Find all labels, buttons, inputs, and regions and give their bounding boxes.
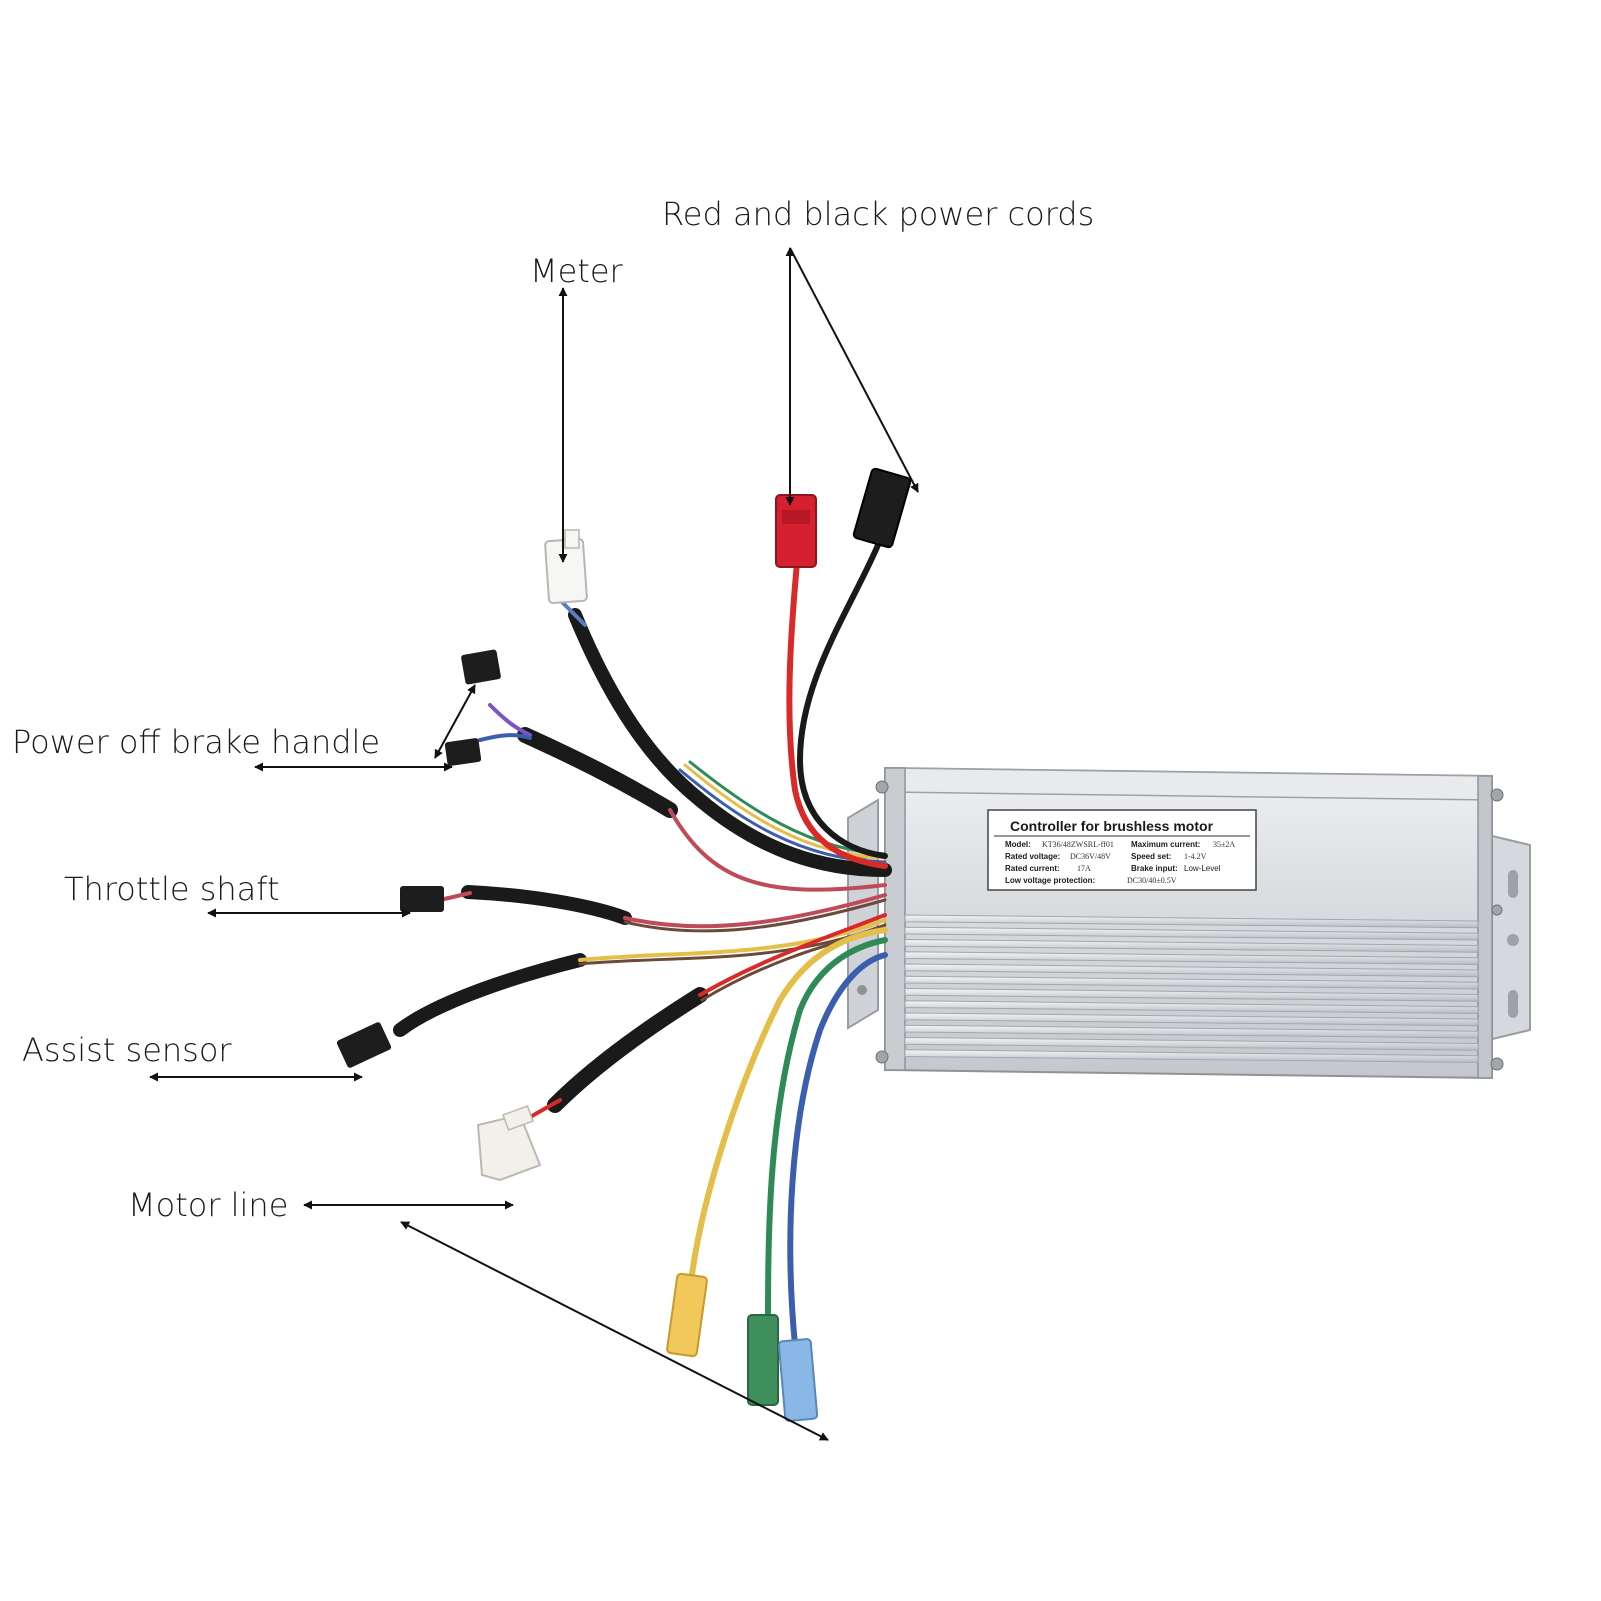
rated-voltage-label: Rated voltage: [1005,852,1060,861]
heat-sink-fin [904,951,1479,965]
hall-cable-sleeve [547,987,708,1113]
label-power-cords: Red and black power cords [662,195,1094,233]
brake-connector-top [461,649,501,685]
rated-current-label: Rated current: [1005,864,1060,873]
model-label: Model: [1005,840,1031,849]
arrow-motor-phase [400,1221,829,1441]
blue-phase-connector [777,1338,819,1422]
hall-connector [476,1105,542,1182]
brake-connector-bottom [444,738,482,766]
rated-current-value: 17A [1077,864,1091,873]
heat-sink-fins [904,914,1479,1063]
meter-connector [544,529,588,604]
label-meter: Meter [530,252,624,290]
brake-input-value: Low-Level [1184,864,1221,873]
rated-voltage-value: DC36V/48V [1070,852,1111,861]
heat-sink-fin [904,938,1479,953]
heat-sink-fin [904,914,1479,929]
yellow-phase-wire [687,927,888,1293]
arrow-black-cord [789,247,919,493]
low-voltage-value: DC30/40±0.5V [1127,876,1177,885]
label-brake-handle: Power off brake handle [12,723,380,761]
meter-wire-ends [558,598,587,627]
black-power-cord [796,542,888,859]
label-motor-line: Motor line [128,1186,288,1224]
brake-cable-sleeve [517,727,678,818]
callout-arrows [149,247,919,1441]
red-power-connector [775,494,817,568]
heat-sink-fin [904,975,1479,990]
nameplate-title: Controller for brushless motor [1010,818,1214,834]
heat-sink-fin [904,1000,1479,1014]
assist-sensor-connector [336,1022,392,1068]
assist-sensor-cable-sleeve [393,953,587,1037]
heat-sink-fin [904,1024,1479,1039]
speed-set-value: 1-4.2V [1184,852,1207,861]
nameplate: Controller for brushless motor Model: KT… [987,809,1257,891]
heat-sink-fin [904,987,1479,1002]
callout-labels: Red and black power cords Meter Power of… [12,195,1094,1224]
red-power-cord [786,560,888,869]
arrow-brake-top [434,684,476,759]
label-throttle: Throttle shaft [64,870,280,908]
heat-sink-fin [904,1036,1479,1051]
green-phase-connector [747,1314,779,1406]
low-voltage-label: Low voltage protection: [1005,876,1095,885]
heat-sink-fin [904,963,1479,978]
heat-sink-fin [904,926,1479,941]
max-current-value: 35±2A [1213,840,1235,849]
model-value: KT36/48ZWSRL-ff01 [1042,840,1114,849]
heat-sink-fin [904,1049,1479,1063]
meter-cable [568,608,892,877]
label-assist-sensor: Assist sensor [22,1031,232,1069]
yellow-phase-connector [666,1272,708,1358]
max-current-label: Maximum current: [1131,840,1200,849]
speed-set-label: Speed set: [1131,852,1171,861]
black-power-connector [852,467,912,549]
throttle-cable-sleeve [461,885,632,925]
brake-input-label: Brake input: [1131,864,1178,873]
throttle-connector [400,886,444,912]
heat-sink-fin [904,1012,1479,1027]
